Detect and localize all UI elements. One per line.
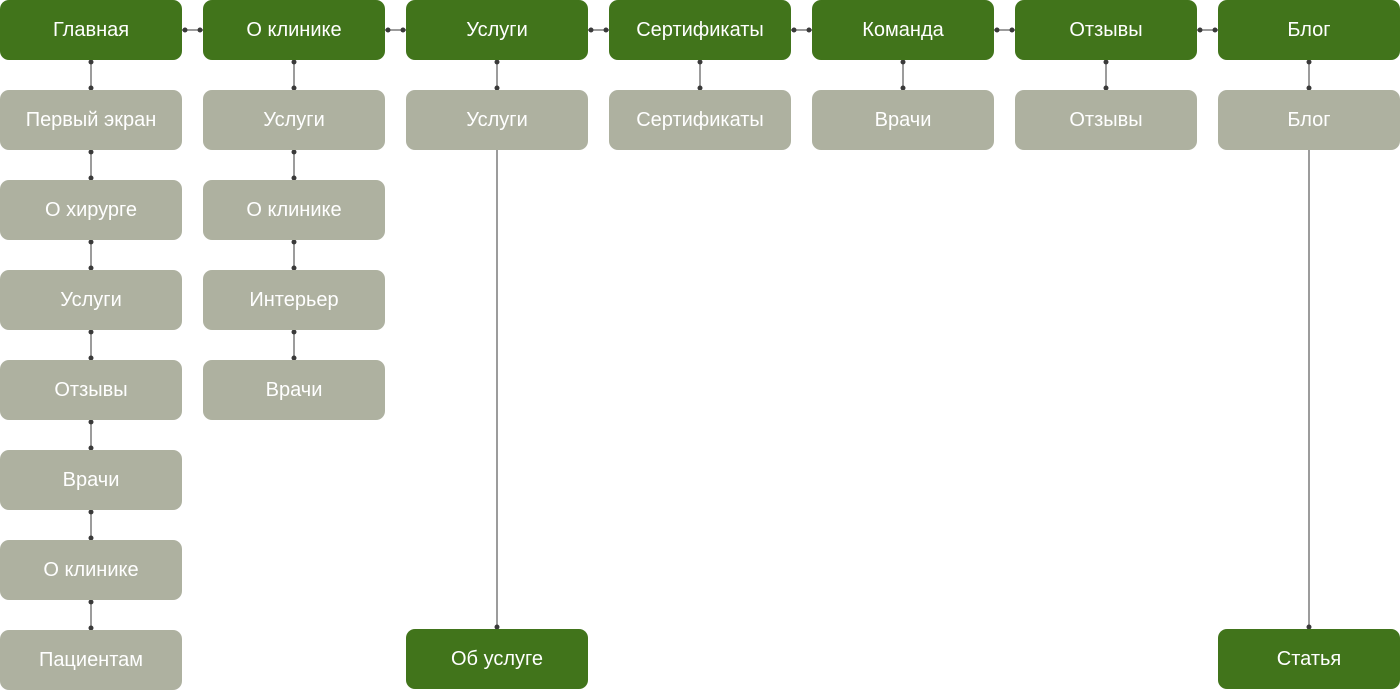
top-nav-node-blog[interactable]: Блог (1218, 0, 1400, 60)
connector-dot (1212, 27, 1218, 33)
child-node-glavnaya[interactable]: О клинике (0, 540, 182, 600)
leaf-node-uslugi[interactable]: Об услуге (406, 629, 588, 689)
child-node-blog[interactable]: Блог (1218, 90, 1400, 150)
child-node-glavnaya[interactable]: Пациентам (0, 630, 182, 690)
child-node-glavnaya[interactable]: Отзывы (0, 360, 182, 420)
connector-dot (400, 27, 406, 33)
connector-dot (806, 27, 812, 33)
child-node-uslugi[interactable]: Услуги (406, 90, 588, 150)
top-nav-node-glavnaya[interactable]: Главная (0, 0, 182, 60)
connector-dot (494, 59, 500, 65)
child-node-otzyvy[interactable]: Отзывы (1015, 90, 1197, 150)
connector-dot (182, 27, 188, 33)
connector-dot (291, 59, 297, 65)
connector-dot (88, 59, 94, 65)
connector-dot (1103, 59, 1109, 65)
connector-dot (994, 27, 1000, 33)
connector-dot (791, 27, 797, 33)
connector-dot (197, 27, 203, 33)
child-node-glavnaya[interactable]: Врачи (0, 450, 182, 510)
connector-dot (1197, 27, 1203, 33)
connector-dot (291, 149, 297, 155)
connector-dot (588, 27, 594, 33)
child-node-o-klinike[interactable]: Врачи (203, 360, 385, 420)
connector-dot (1306, 59, 1312, 65)
child-node-sertifikaty[interactable]: Сертификаты (609, 90, 791, 150)
connector-dot (1009, 27, 1015, 33)
connector-dot (291, 239, 297, 245)
child-node-glavnaya[interactable]: Услуги (0, 270, 182, 330)
child-node-o-klinike[interactable]: Услуги (203, 90, 385, 150)
top-nav-node-uslugi[interactable]: Услуги (406, 0, 588, 60)
connector-dot (900, 59, 906, 65)
top-nav-node-otzyvy[interactable]: Отзывы (1015, 0, 1197, 60)
top-nav-node-sertifikaty[interactable]: Сертификаты (609, 0, 791, 60)
connector-dot (88, 329, 94, 335)
child-node-o-klinike[interactable]: О клинике (203, 180, 385, 240)
leaf-node-blog[interactable]: Статья (1218, 629, 1400, 689)
child-node-o-klinike[interactable]: Интерьер (203, 270, 385, 330)
connector-dot (697, 59, 703, 65)
child-node-komanda[interactable]: Врачи (812, 90, 994, 150)
child-node-glavnaya[interactable]: Первый экран (0, 90, 182, 150)
connector-dot (88, 599, 94, 605)
connector-dot (88, 149, 94, 155)
connector-dot (603, 27, 609, 33)
child-node-glavnaya[interactable]: О хирурге (0, 180, 182, 240)
top-nav-node-o-klinike[interactable]: О клинике (203, 0, 385, 60)
connector-dot (291, 329, 297, 335)
connector-dot (88, 239, 94, 245)
top-nav-node-komanda[interactable]: Команда (812, 0, 994, 60)
connector-dot (385, 27, 391, 33)
connector-dot (88, 509, 94, 515)
connector-dot (88, 419, 94, 425)
